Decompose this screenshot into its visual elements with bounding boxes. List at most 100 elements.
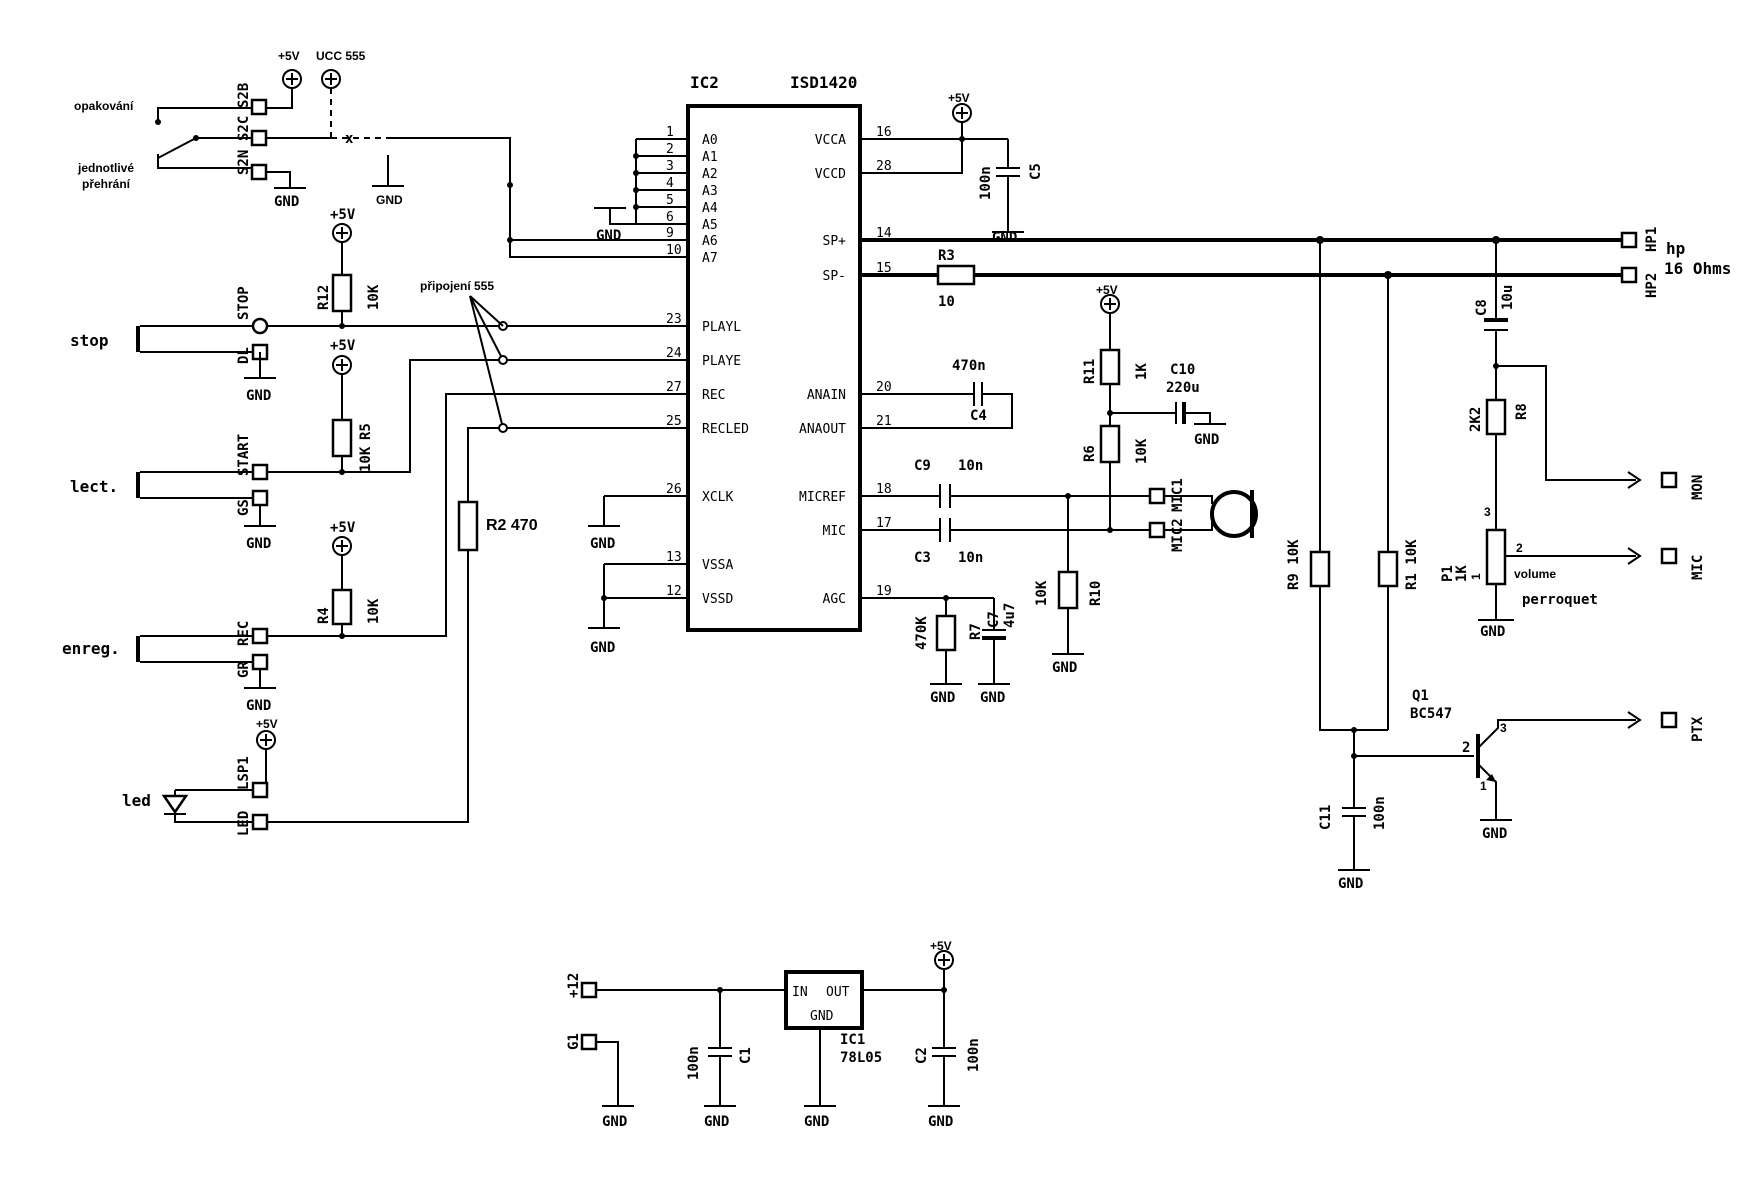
ic2-pin-num: 16 — [876, 125, 892, 140]
c2-value: 100n — [966, 1038, 982, 1072]
ic2-pin-name: VSSD — [702, 592, 733, 607]
c1-value: 100n — [686, 1046, 702, 1080]
ic2-pin-name: MICREF — [799, 490, 846, 505]
ic2-pin-num: 23 — [666, 312, 682, 327]
pad-stop: STOP — [236, 286, 252, 320]
rec-button-section: enreg. REC GR GND +5V R4 10K — [62, 393, 688, 714]
pad-plus12: +12 — [566, 973, 582, 998]
q1-label: Q1 — [1412, 688, 1429, 704]
r3-label: R3 — [938, 248, 955, 264]
label-ohms: 16 Ohms — [1664, 259, 1731, 278]
label-perroquet: perroquet — [1522, 592, 1598, 608]
ic2-pin-num: 5 — [666, 193, 674, 208]
label-ucc555: UCC 555 — [316, 49, 366, 63]
q1-pin-b: 2 — [1462, 740, 1470, 756]
r9-label: R9 10K — [1286, 539, 1302, 590]
gnd-ic1: GND — [804, 1114, 829, 1130]
c7-label: C7 — [986, 611, 1002, 628]
r10-value: 10K — [1034, 580, 1050, 606]
ic2-ref: IC2 — [690, 73, 719, 92]
pad-ptx: PTX — [1690, 716, 1706, 742]
mic-section: +5V R11 1K GND C10 220u R6 10K C9 10n C3… — [860, 283, 1258, 676]
label-pripojeni: připojení 555 — [420, 279, 494, 293]
p1-label: P1 — [1440, 565, 1456, 582]
q1-pin-e: 1 — [1480, 779, 1487, 793]
p1-pin2: 2 — [1516, 541, 1523, 555]
ic2-pin-name: VSSA — [702, 558, 733, 573]
c8-label: C8 — [1474, 299, 1490, 316]
label-stop: stop — [70, 331, 109, 350]
r8-value: 2K2 — [1468, 407, 1484, 432]
ic1-label: IC1 — [840, 1032, 865, 1048]
r6-value: 10K — [1134, 438, 1150, 464]
gnd-r7: GND — [930, 690, 955, 706]
ic2-right-pins: 16VCCA28VCCD14SP+15SP-20ANAIN21ANAOUT18M… — [799, 125, 892, 607]
ic2-pin-name: ANAOUT — [799, 422, 846, 437]
ic2-part: ISD1420 — [790, 73, 857, 92]
ic1-value: 78L05 — [840, 1050, 882, 1066]
ic2-pin-name: SP- — [823, 269, 846, 284]
gnd-s2n: GND — [274, 194, 299, 210]
power-supply-section: +12 G1 GND GND 100n C1 IN OUT GND IC1 78… — [566, 939, 982, 1130]
ic2-pin-name: PLAYL — [702, 320, 741, 335]
ic1-in: IN — [792, 985, 808, 1000]
ic2-left-pins: 1A02A13A24A35A46A59A610A723PLAYL24PLAYE2… — [666, 125, 749, 607]
ic2-pin-name: VCCD — [815, 167, 846, 182]
ic2-pin-num: 20 — [876, 380, 892, 395]
c10-label: C10 — [1170, 362, 1195, 378]
gnd-ucc: GND — [376, 193, 403, 207]
ic2-pin-num: 14 — [876, 226, 892, 241]
label-jednotlive: jednotlivé — [77, 161, 134, 175]
switch-section: opakování jednotlivé přehrání S2B S2C S2… — [74, 49, 511, 240]
label-plus5v-top: +5V — [278, 49, 300, 63]
ic2-pin-num: 15 — [876, 261, 892, 276]
label-opakovani: opakování — [74, 99, 134, 113]
ic2-pin-name: A5 — [702, 218, 718, 233]
c4-section: 470n C4 — [860, 358, 1013, 429]
r2-label: R2 470 — [486, 517, 538, 534]
pad-s2n: S2N — [236, 150, 252, 175]
ic2-pin-num: 25 — [666, 414, 682, 429]
ic2-pin-num: 17 — [876, 516, 892, 531]
ic2-pin-name: A2 — [702, 167, 718, 182]
p1-pin3: 3 — [1484, 505, 1491, 519]
r11-value: 1K — [1134, 363, 1150, 380]
gnd-rec: GND — [246, 698, 271, 714]
p1-pin1: 1 — [1469, 573, 1483, 580]
r12-label: R12 — [316, 285, 332, 310]
c11-label: C11 — [1318, 805, 1334, 830]
pad-gs: GS — [236, 499, 252, 516]
label-led: led — [122, 791, 151, 810]
start-button-section: lect. START GS GND +5V R5 10K — [70, 338, 688, 552]
psu-supply: +5V — [930, 939, 952, 953]
pad-mic-out: MIC — [1690, 555, 1706, 580]
ic2-pin-name: XCLK — [702, 490, 733, 505]
pad-led: LED — [236, 811, 252, 836]
led-supply: +5V — [256, 717, 278, 731]
r8-label: R8 — [1514, 403, 1530, 420]
ic2-pin-name: ANAIN — [807, 388, 846, 403]
output-section: C8 10u MON 2K2 R8 GND MIC 3 2 1 P1 1K vo… — [1286, 240, 1706, 892]
pripojeni-555: připojení 555 — [420, 279, 504, 429]
ic2-pin-num: 26 — [666, 482, 682, 497]
ic2-pin-num: 27 — [666, 380, 682, 395]
r5-value: 10K — [358, 446, 374, 472]
pad-s2c: S2C — [236, 116, 252, 141]
pad-dl: DL — [236, 347, 252, 364]
c3-label: C3 — [914, 550, 931, 566]
c11-value: 100n — [1372, 796, 1388, 830]
gnd-g1: GND — [602, 1114, 627, 1130]
gnd-c1: GND — [704, 1114, 729, 1130]
ic2-pin-num: 1 — [666, 125, 674, 140]
pad-mon: MON — [1690, 475, 1706, 500]
gnd-c11: GND — [1338, 876, 1363, 892]
ic1-gnd: GND — [810, 1009, 834, 1024]
ic2-pin-num: 28 — [876, 159, 892, 174]
gnd-q1: GND — [1482, 826, 1507, 842]
c7-value: 4u7 — [1002, 603, 1018, 628]
ic2-isd1420: IC2 ISD1420 1A02A13A24A35A46A59A610A723P… — [666, 73, 892, 632]
vcc-section: +5V GND 100n C5 — [860, 91, 1044, 246]
agc-section: GND 470K R7 GND C7 4u7 — [860, 595, 1018, 706]
r10-label: R10 — [1088, 581, 1104, 606]
q1-value: BC547 — [1410, 706, 1452, 722]
